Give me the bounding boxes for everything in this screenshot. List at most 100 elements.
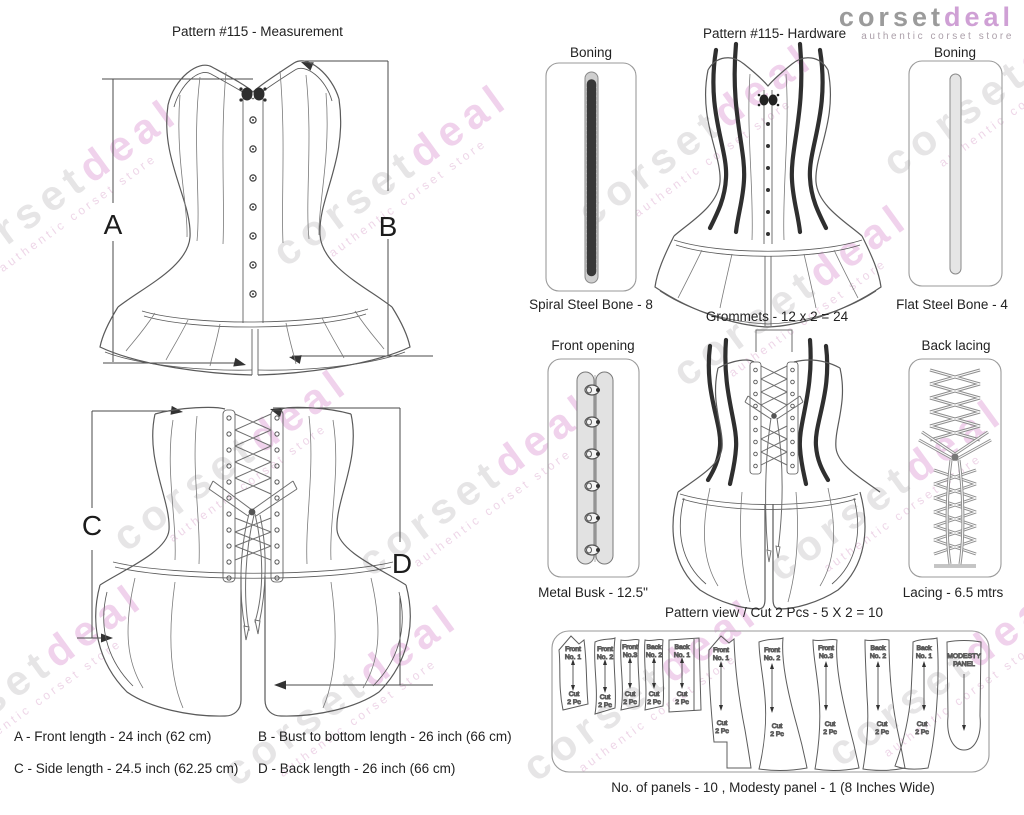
metal-busk [576, 371, 614, 565]
svg-text:2 Pc: 2 Pc [715, 728, 729, 735]
svg-text:2 Pc: 2 Pc [675, 699, 689, 706]
svg-text:Back: Back [646, 644, 662, 651]
legend-front-length: A - Front length - 24 inch (62 cm) [14, 729, 212, 744]
measurement-line-c [77, 405, 183, 643]
busk-front-hw [757, 90, 780, 244]
lacing-bow [208, 480, 298, 641]
metal-busk-box [547, 358, 640, 578]
measurement-label-d: D [392, 548, 412, 579]
grommets-callout-bracket [755, 329, 793, 352]
svg-text:No.3: No.3 [819, 653, 834, 660]
svg-text:Back: Back [916, 645, 932, 652]
svg-text:No. 1: No. 1 [565, 654, 581, 661]
svg-text:No. 2: No. 2 [597, 654, 613, 661]
corset-front-measurement-drawing: A B [99, 60, 433, 376]
svg-text:Cut: Cut [717, 720, 728, 727]
lacing-detail [918, 368, 992, 568]
svg-text:Cut: Cut [772, 723, 783, 730]
legend-side-length: C - Side length - 24.5 inch (62.25 cm) [14, 761, 239, 776]
svg-text:No. 2: No. 2 [764, 655, 780, 662]
pattern-panel: Back No. 1 Cut 2 Pc [668, 637, 702, 713]
busk-buttons [249, 116, 257, 298]
measurement-label-a: A [104, 209, 123, 240]
svg-text:Front: Front [565, 646, 581, 653]
busk-clasp [239, 87, 267, 102]
legend-bust-to-bottom-length: B - Bust to bottom length - 26 inch (66 … [258, 729, 512, 744]
boning-right-label: Boning [933, 45, 977, 60]
corset-back-hardware-drawing [672, 329, 881, 610]
pattern-panel: Back No. 2 Cut 2 Pc [862, 638, 906, 771]
pattern-panel-modesty: MODESTY PANEL [946, 640, 982, 751]
svg-text:Cut: Cut [877, 721, 888, 728]
svg-text:No. 1: No. 1 [713, 655, 729, 662]
logo-brand-pink: deal [943, 2, 1014, 32]
corset-back-outline [95, 406, 411, 717]
flat-steel-bone [949, 73, 962, 275]
svg-text:2 Pc: 2 Pc [598, 702, 612, 709]
corset-back-panel-seams [127, 415, 379, 709]
spiral-steel-bone-caption: Spiral Steel Bone - 8 [529, 297, 653, 312]
svg-text:Cut: Cut [569, 691, 580, 698]
busk-clasp-small [757, 93, 780, 107]
measurement-label-c: C [82, 510, 102, 541]
measurement-line-b [289, 60, 433, 364]
back-lacing-grommet-strips [222, 409, 284, 583]
legend-back-length: D - Back length - 26 inch (66 cm) [258, 761, 456, 776]
busk-front-closure [239, 87, 267, 323]
measurement-line-d [270, 407, 433, 690]
svg-text:2 Pc: 2 Pc [823, 729, 837, 736]
measurement-label-b: B [379, 211, 398, 242]
svg-text:2 Pc: 2 Pc [647, 699, 661, 706]
measurement-section-title: Pattern #115 - Measurement [172, 24, 343, 39]
pattern-panel: Front No. 1 Cut 2 Pc [708, 635, 752, 769]
pattern-panel: Front No. 2 Cut 2 Pc [758, 637, 808, 771]
svg-text:2 Pc: 2 Pc [770, 731, 784, 738]
svg-text:Front: Front [597, 646, 613, 653]
hardware-section-title: Pattern #115- Hardware [703, 26, 847, 41]
corset-back-hw-outline [672, 359, 881, 610]
svg-text:Cut: Cut [600, 694, 611, 701]
laces-hw [744, 365, 804, 563]
boning-left-label: Boning [569, 45, 613, 60]
svg-text:Cut: Cut [625, 691, 636, 698]
lacing-caption: Lacing - 6.5 mtrs [902, 585, 1004, 600]
svg-text:Front: Front [622, 644, 638, 651]
svg-text:PANEL: PANEL [953, 661, 975, 668]
brand-logo: corsetdeal authentic corset store [839, 4, 1014, 42]
pattern-panel: Front No. 2 Cut 2 Pc [594, 637, 616, 715]
svg-text:No. 2: No. 2 [646, 652, 662, 659]
busk-dots [766, 122, 770, 236]
metal-busk-caption: Metal Busk - 12.5" [538, 585, 648, 600]
back-lacing-label: Back lacing [921, 338, 991, 353]
svg-text:Back: Back [870, 645, 886, 652]
pattern-panel: Front No. 1 Cut 2 Pc [558, 635, 589, 711]
svg-text:Front: Front [713, 647, 729, 654]
svg-text:No.3: No.3 [623, 652, 638, 659]
spiral-steel-bone [584, 71, 599, 284]
svg-text:No. 1: No. 1 [674, 652, 690, 659]
pattern-view-title: Pattern view / Cut 2 Pcs - 5 X 2 = 10 [665, 605, 883, 620]
svg-text:2 Pc: 2 Pc [567, 699, 581, 706]
flat-steel-bone-box [908, 60, 1003, 287]
back-lacing-laces [208, 413, 298, 641]
spiral-bones-front [707, 41, 829, 235]
svg-text:MODESTY: MODESTY [947, 653, 981, 660]
svg-text:2 Pc: 2 Pc [623, 699, 637, 706]
svg-text:Front: Front [764, 647, 780, 654]
measurement-line-a [102, 78, 253, 367]
svg-text:Cut: Cut [917, 721, 928, 728]
svg-text:2 Pc: 2 Pc [915, 729, 929, 736]
logo-tagline: authentic corset store [861, 31, 1014, 42]
corset-front-hardware-drawing [654, 41, 882, 328]
corset-front-outline [99, 60, 411, 376]
corset-front-hw-outline [654, 57, 882, 328]
pattern-panel: Front No.3 Cut 2 Pc [620, 638, 640, 711]
svg-text:Front: Front [818, 645, 834, 652]
back-lacing-box [908, 358, 1002, 578]
front-opening-label: Front opening [551, 338, 635, 353]
pattern-panel: Back No. 2 Cut 2 Pc [644, 638, 665, 711]
grommets-caption: Grommets - 12 x 2 = 24 [705, 309, 849, 324]
svg-text:No. 1: No. 1 [916, 653, 932, 660]
flat-steel-bone-caption: Flat Steel Bone - 4 [896, 297, 1008, 312]
